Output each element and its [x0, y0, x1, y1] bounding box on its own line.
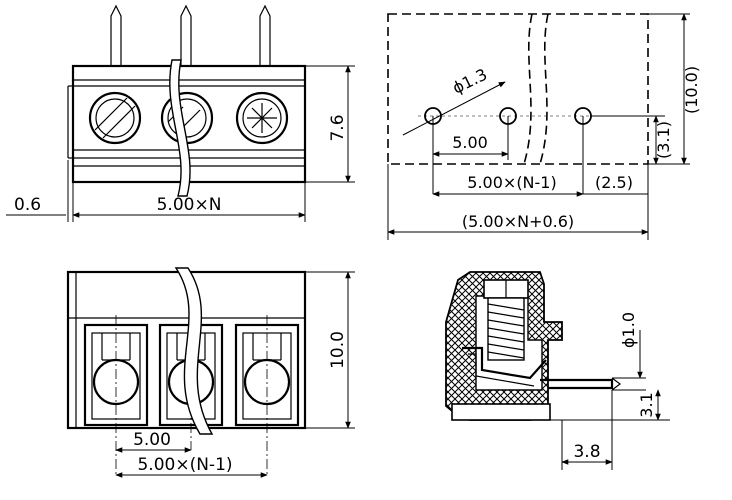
top-view: 7.6 0.6 5.00×N: [6, 4, 355, 222]
top-view-dimensions: [6, 65, 355, 222]
top-view-height-label: 7.6: [328, 114, 348, 141]
pcb-depth-label: (10.0): [682, 66, 701, 114]
pcb-layout-view: ϕ1.3 5.00 5.00×(N-1) (2.5) (3.1) (10.0) …: [387, 13, 701, 240]
front-view-break-line: [174, 267, 214, 435]
pcb-row-to-edge-label: (3.1): [654, 121, 673, 159]
side-pin-diameter-label: ϕ1.0: [619, 312, 638, 348]
side-pin-offset-label: 3.8: [573, 442, 600, 462]
side-section-view: ϕ1.0 3.1 3.8: [445, 271, 670, 470]
top-view-break-line: [169, 59, 191, 197]
side-clamp: [462, 346, 547, 380]
front-view-dimensions: [115, 271, 355, 478]
hole-diameter-leader: [402, 81, 506, 136]
side-pin-height-label: 3.1: [637, 392, 656, 417]
pcb-total-length-label: (5.00×N+0.6): [462, 212, 574, 231]
pcb-edge-offset-label: (2.5): [595, 173, 633, 192]
pcb-dimensions: [387, 13, 690, 240]
top-view-pitch-total-label: 5.00×N: [157, 195, 222, 215]
top-view-screws: [88, 91, 289, 145]
side-base: [451, 403, 551, 421]
top-view-pins: [110, 4, 271, 66]
front-view-span-label: 5.00×(N-1): [137, 455, 232, 475]
front-view-pitch-label: 5.00: [133, 430, 171, 450]
side-pin: [540, 378, 614, 390]
side-dimensions: [550, 330, 670, 470]
pcb-outline: [387, 13, 649, 165]
side-screw-thread: [487, 297, 525, 361]
pcb-row-span-label: 5.00×(N-1): [467, 173, 556, 192]
top-view-offset-label: 0.6: [14, 195, 41, 215]
pcb-pitch-label: 5.00: [452, 133, 488, 152]
front-view-height-label: 10.0: [328, 331, 348, 369]
front-view: 10.0 5.00 5.00×(N-1): [66, 267, 355, 478]
pcb-break-line: [523, 13, 533, 165]
pcb-break-line-2: [539, 13, 549, 165]
